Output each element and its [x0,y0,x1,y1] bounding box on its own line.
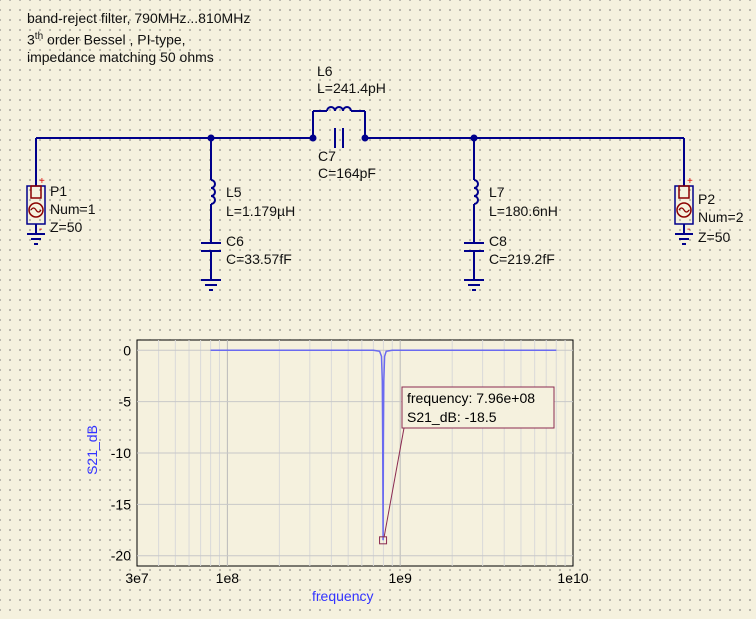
l6-name: L6 [317,63,333,79]
s21-series-line [210,349,557,541]
svg-text:-: - [39,224,42,235]
c7-value: C=164pF [318,165,376,181]
x-tick-label: 1e8 [216,570,240,586]
order-suffix: th [34,31,44,42]
p1-name: P1 [50,183,68,199]
port-p1-symbol: + - [26,176,46,245]
svg-text:+: + [39,176,45,187]
marker-line-2: S21_dB: -18.5 [407,409,497,425]
svg-text:-: - [687,224,690,235]
x-tick-label: 1e10 [557,570,588,586]
y-axis-label: S21_dB [84,425,100,475]
c8-value: C=219.2fF [489,251,555,267]
c7-name: C7 [318,148,336,164]
marker-point[interactable] [379,536,388,545]
l5-value: L=1.179µH [226,203,296,219]
title-line-2: 3th order Bessel , PI-type, [27,28,186,49]
order-text: order Bessel , PI-type, [43,31,186,48]
y-tick-label: -15 [111,496,131,512]
l6-value: L=241.4pH [317,80,386,96]
x-axis-label: frequency [312,588,373,604]
c8-name: C8 [489,233,507,249]
marker-line-1: frequency: 7.96e+08 [407,390,535,406]
y-tick-label: -5 [119,394,132,410]
p1-num: Num=1 [50,201,96,217]
l5-name: L5 [226,184,242,200]
port-p2-symbol: + - [674,176,694,245]
c6-name: C6 [226,233,244,249]
y-tick-label: 0 [123,342,131,358]
p2-impedance: Z=50 [698,229,731,245]
x-tick-labels: 3e7 1e8 1e9 1e10 [125,570,588,586]
p2-num: Num=2 [698,209,744,225]
title-line-1: band-reject filter, 790MHz...810MHz [27,10,251,26]
x-tick-label: 1e9 [389,570,413,586]
l7-name: L7 [489,184,505,200]
title-line-3: impedance matching 50 ohms [27,49,214,65]
c6-value: C=33.57fF [226,251,292,267]
svg-text:+: + [687,176,693,187]
y-tick-label: -10 [111,445,131,461]
p2-name: P2 [698,191,716,207]
marker-box[interactable] [401,386,555,429]
y-tick-label: -20 [111,548,131,564]
order-number: 3 [27,31,35,48]
marker-leader-line [383,427,405,538]
y-tick-labels: 0 -5 -10 -15 -20 [111,342,131,563]
l7-value: L=180.6nH [489,203,558,219]
x-tick-label: 3e7 [125,570,149,586]
p1-impedance: Z=50 [50,219,83,235]
